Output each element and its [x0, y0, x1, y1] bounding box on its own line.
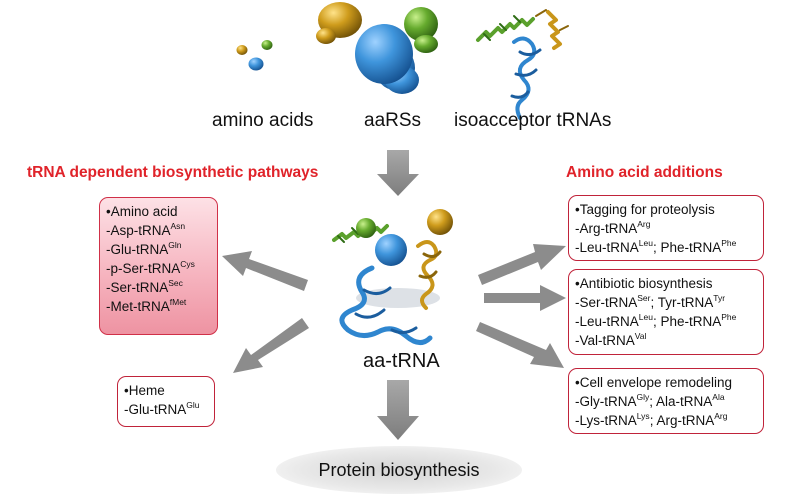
list-item: -Met-tRNAfMet — [106, 297, 187, 314]
list-item: -Val-tRNAVal — [575, 331, 647, 348]
list-item: -Glu-tRNAGln — [106, 240, 182, 257]
box-title: •Heme — [124, 383, 165, 398]
box-title: •Cell envelope remodeling — [575, 375, 733, 390]
protein-biosynthesis-label: Protein biosynthesis — [276, 446, 522, 494]
arrow-to-antibiotic-box — [484, 285, 566, 311]
amino-acids-icon — [236, 40, 273, 71]
isoacceptor-trnas-label: isoacceptor tRNAs — [454, 110, 612, 131]
box-title: •Tagging for proteolysis — [575, 202, 715, 217]
amino-acids-label: amino acids — [212, 110, 314, 131]
aa-trna-label: aa-tRNA — [363, 350, 440, 372]
aars-label: aaRSs — [364, 110, 422, 131]
list-item: -Ser-tRNASer; Tyr-tRNATyr — [575, 293, 726, 310]
proteolysis-box: •Tagging for proteolysis -Arg-tRNAArg -L… — [568, 195, 764, 261]
list-item: -Glu-tRNAGlu — [124, 400, 200, 417]
list-item: -Lys-tRNALys; Arg-tRNAArg — [575, 411, 728, 428]
arrows — [222, 244, 566, 440]
arrow-to-heme-box — [233, 318, 309, 373]
cell-envelope-box: •Cell envelope remodeling -Gly-tRNAGly; … — [568, 368, 764, 434]
arrow-to-amino-acid-box — [222, 251, 308, 291]
list-item: -Ser-tRNASec — [106, 278, 183, 295]
right-heading: Amino acid additions — [566, 164, 723, 181]
arrow-to-proteolysis-box — [478, 244, 566, 285]
antibiotic-box: •Antibiotic biosynthesis -Ser-tRNASer; T… — [568, 269, 764, 355]
list-item: -Asp-tRNAAsn — [106, 221, 186, 238]
heme-pathway-box: •Heme -Glu-tRNAGlu — [117, 376, 215, 427]
isoacceptor-trna-icon — [476, 9, 569, 120]
list-item: -Arg-tRNAArg — [575, 219, 651, 236]
box-title: •Antibiotic biosynthesis — [575, 276, 713, 291]
arrow-down-bottom — [377, 380, 419, 440]
amino-acid-pathway-box: •Amino acid -Asp-tRNAAsn -Glu-tRNAGln -p… — [99, 197, 218, 335]
list-item: -p-Ser-tRNACys — [106, 259, 195, 276]
arrow-to-envelope-box — [476, 322, 564, 368]
aa-trna-molecule-icon — [332, 209, 453, 345]
list-item: -Gly-tRNAGly; Ala-tRNAAla — [575, 392, 725, 409]
arrow-down-top — [377, 150, 419, 196]
left-heading: tRNA dependent biosynthetic pathways — [27, 164, 319, 181]
aars-enzyme-icon — [316, 2, 438, 94]
list-item: -Leu-tRNALeu; Phe-tRNAPhe — [575, 312, 737, 329]
list-item: -Leu-tRNALeu; Phe-tRNAPhe — [575, 238, 737, 255]
box-title: •Amino acid — [106, 204, 178, 219]
